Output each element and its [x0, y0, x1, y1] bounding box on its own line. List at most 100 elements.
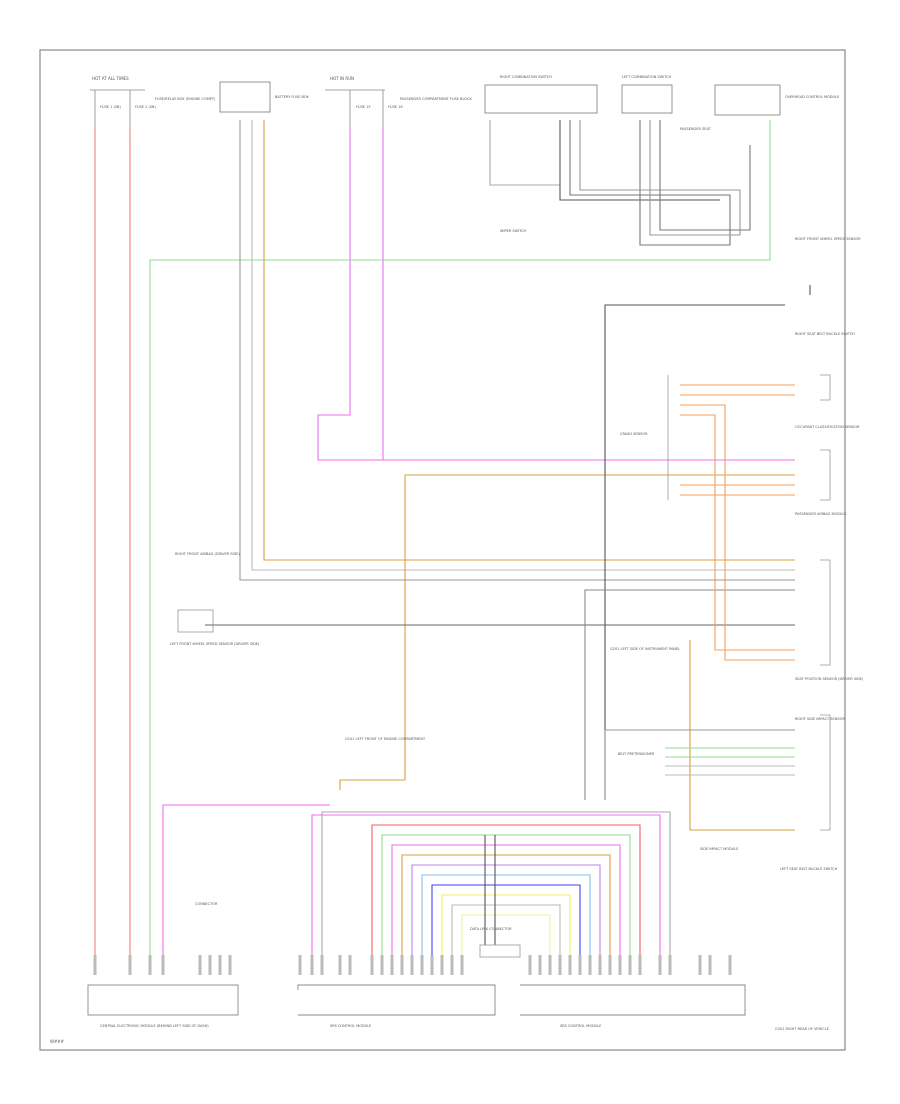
- footer-code: W###: [50, 1039, 65, 1044]
- battery-fuse-box: [219, 81, 271, 113]
- right-combination-switch: [484, 84, 598, 114]
- wire-gray-1: [239, 120, 795, 581]
- label-battery-box: BATTERY FUSE BOX: [275, 95, 309, 99]
- connector-pin: [628, 955, 632, 975]
- label-side-impact: SIDE IMPACT MODULE: [700, 847, 738, 851]
- connector-pin: [658, 955, 662, 975]
- connector-pin: [348, 955, 352, 975]
- label-seat-pos-sensor: SEAT POSITION SENSOR (DRIVER SIDE): [795, 677, 864, 681]
- nested-wire-bundle: [311, 811, 671, 955]
- label-ground-right: G301 RIGHT REAR OF VEHICLE: [775, 1027, 829, 1031]
- label-fuse-box-top-left: FUSE/RELAY BOX (ENGINE COMPT): [155, 97, 216, 101]
- connector-pin: [370, 955, 374, 975]
- overhead-control-module: [714, 84, 781, 116]
- label-rear-shield: PASSENGER SEAT: [680, 127, 712, 131]
- connector-pin: [148, 955, 152, 975]
- wire-orange-3: [339, 779, 405, 790]
- connector-pin: [218, 955, 222, 975]
- connector-pin: [460, 955, 464, 975]
- label-hot-in-run: HOT IN RUN: [330, 76, 354, 81]
- connector-pin: [450, 955, 454, 975]
- wire-orange-2: [404, 474, 795, 780]
- connector-pin: [93, 955, 97, 975]
- connector-pin: [298, 955, 302, 975]
- label-fuse-b: FUSE 2 (SB): [135, 105, 156, 109]
- connector-pin: [548, 955, 552, 975]
- wire-group: [94, 120, 811, 955]
- label-overhead-control: OVERHEAD CONTROL MODULE: [785, 95, 839, 99]
- label-left-combination-switch: LEFT COMBINATION SWITCH: [622, 75, 672, 79]
- label-occupant-sensor: OCCUPANT CLASSIFICATION SENSOR: [795, 425, 860, 429]
- central-electronic-module: [87, 984, 239, 1016]
- connector-pin: [698, 955, 702, 975]
- diagram-border: [39, 49, 846, 1051]
- left-combination-switch: [621, 84, 673, 114]
- connector-pin: [208, 955, 212, 975]
- right-brackets: [479, 374, 831, 958]
- label-crash-sensors: CRASH SENSOR: [620, 432, 648, 436]
- label-passenger-comp: PASSENGER COMPARTMENT FUSE BLOCK: [400, 97, 472, 101]
- connector-pin: [578, 955, 582, 975]
- connector-pin: [338, 955, 342, 975]
- wire-pink-top: [317, 130, 795, 461]
- connector-pin: [310, 955, 314, 975]
- wire-green-top: [149, 120, 771, 955]
- connector-pin: [390, 955, 394, 975]
- connector-pin: [161, 955, 165, 975]
- srs-module-right: [520, 984, 746, 1016]
- label-left-seat-belt: LEFT SEAT BELT BUCKLE SWITCH: [780, 867, 838, 871]
- label-right-front-airbag: RIGHT FRONT AIRBAG (DRIVER SIDE): [175, 552, 240, 556]
- label-right-combination-switch: RIGHT COMBINATION SWITCH: [500, 75, 552, 79]
- connector-pin: [538, 955, 542, 975]
- label-airbag-module-1: SRS CONTROL MODULE: [330, 1024, 371, 1028]
- label-rear-wheel-speed: RIGHT FRONT WHEEL SPEED SENSOR: [795, 237, 861, 241]
- label-fuse-d: FUSE 16: [388, 105, 403, 109]
- connector-pin: [410, 955, 414, 975]
- connector-pin: [430, 955, 434, 975]
- connector-pin: [558, 955, 562, 975]
- label-ground-b: G201 LEFT SIDE OF INSTRUMENT PANEL: [610, 647, 680, 651]
- connector-pin: [598, 955, 602, 975]
- connector-pin: [228, 955, 232, 975]
- label-belt-pretensioner: BELT PRETENSIONER: [618, 752, 655, 756]
- connector-pin: [440, 955, 444, 975]
- connector-pin: [198, 955, 202, 975]
- label-right-seat-belt: RIGHT SEAT BELT BUCKLE SWITCH: [795, 332, 855, 336]
- connector-pin: [420, 955, 424, 975]
- top-left-fuse: [90, 89, 145, 130]
- label-data-link: DATA LINK CONNECTOR: [470, 927, 512, 931]
- label-right-side-module: RIGHT SIDE IMPACT SENSOR: [795, 717, 845, 721]
- srs-module-left: [297, 984, 496, 1016]
- label-central-module: CENTRAL ELECTRONIC MODULE (BEHIND LEFT S…: [100, 1024, 209, 1028]
- wire-darkgray-1: [604, 304, 785, 800]
- connector-pin: [128, 955, 132, 975]
- connector-pin: [608, 955, 612, 975]
- label-passenger-airbag: PASSENGER AIRBAG MODULE: [795, 512, 847, 516]
- wire-gray-2: [251, 120, 795, 571]
- label-hot-at-all-times: HOT AT ALL TIMES: [92, 76, 129, 81]
- connector-pin: [668, 955, 672, 975]
- connector-dots: [93, 955, 732, 975]
- label-wiper-switch: WIPER SWITCH: [500, 229, 526, 233]
- left-sensor-box: [177, 609, 214, 633]
- connector-pin: [728, 955, 732, 975]
- label-left-front-wheel: LEFT FRONT WHEEL SPEED SENSOR (DRIVER SI…: [170, 642, 260, 646]
- connector-pin: [708, 955, 712, 975]
- connector-pin: [588, 955, 592, 975]
- label-ground-a: G101 LEFT FRONT OF ENGINE COMPARTMENT: [345, 737, 426, 741]
- connector-pin: [638, 955, 642, 975]
- connector-pin: [528, 955, 532, 975]
- connector-pin: [320, 955, 324, 975]
- label-airbag-module-2: SRS CONTROL MODULE: [560, 1024, 601, 1028]
- wire-pink-lower: [162, 804, 330, 955]
- label-fuse-a: FUSE 1 (SB): [100, 105, 121, 109]
- wire-orange-1: [263, 120, 795, 561]
- hot-in-run-fuse: [325, 89, 385, 130]
- label-fuse-c: FUSE 15: [356, 105, 371, 109]
- connector-pin: [568, 955, 572, 975]
- connector-pin: [400, 955, 404, 975]
- connector-pin: [618, 955, 622, 975]
- label-connector-mid: CONNECTOR: [195, 902, 218, 906]
